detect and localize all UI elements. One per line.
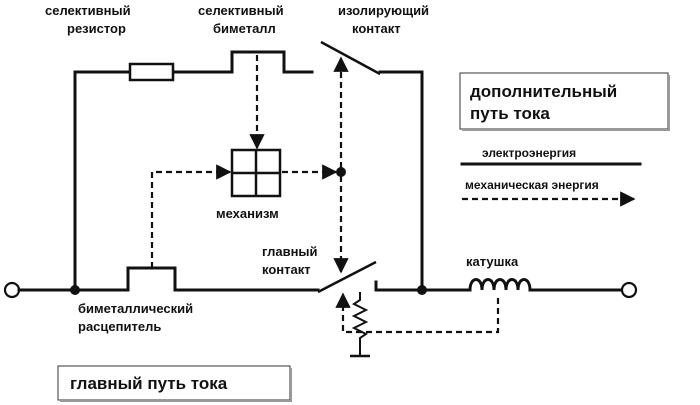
isolating-contact-label: изолирующий контакт [338,3,429,36]
mechanism-block [230,148,282,198]
coil [468,278,532,292]
selective-resistor-label: селективный резистор [45,3,131,36]
coil-label: катушка [466,254,519,269]
selective-resistor [128,62,175,82]
additional-path-title-line2: путь тока [470,104,550,123]
legend-electric-label: электроэнергия [482,146,576,160]
left-junction-node [70,285,80,295]
isolating-contact-blade [320,40,381,76]
mechanical-shaft-node [336,167,346,177]
main-contact-label: главный контакт [262,244,318,277]
selective-bimetal-label: селективный биметалл [198,3,284,36]
release-to-mechanism-link [150,164,232,268]
additional-path-wire [73,50,314,292]
output-terminal [620,281,638,299]
main-path-wire-middle [374,280,472,292]
main-path-title: главный путь тока [70,374,228,393]
selective-bimetal-label-line1: селективный [198,3,284,18]
main-path-wire-left [17,266,320,292]
bimetal-release-label: биметаллический расцепитель [78,301,193,334]
selective-resistor-label-line1: селективный [45,3,131,18]
isolating-contact-label-line1: изолирующий [338,3,429,18]
additional-path-title-line1: дополнительный [470,82,617,101]
main-path-box: главный путь тока [57,365,292,402]
selective-resistor-label-line2: резистор [67,21,126,36]
selective-bimetal-label-line2: биметалл [213,21,276,36]
main-contact-blade [317,260,377,294]
contact-spring [351,292,369,356]
input-terminal [3,281,21,299]
bimetal-release-label-line1: биметаллический [78,301,193,316]
bimetal-release-label-line2: расцепитель [78,319,161,334]
additional-path-box: дополнительный путь тока [459,72,670,131]
right-junction-node [417,285,427,295]
legend-mechanical-label: механическая энергия [465,178,599,192]
legend: электроэнергия механическая энергия [460,146,642,207]
coil-to-contact-link [335,292,500,334]
isolating-contact-label-line2: контакт [352,21,401,36]
main-contact-label-line2: контакт [262,262,311,277]
main-contact-label-line1: главный [262,244,318,259]
additional-path-return-wire [378,70,424,292]
mechanism-label: механизм [216,206,279,221]
